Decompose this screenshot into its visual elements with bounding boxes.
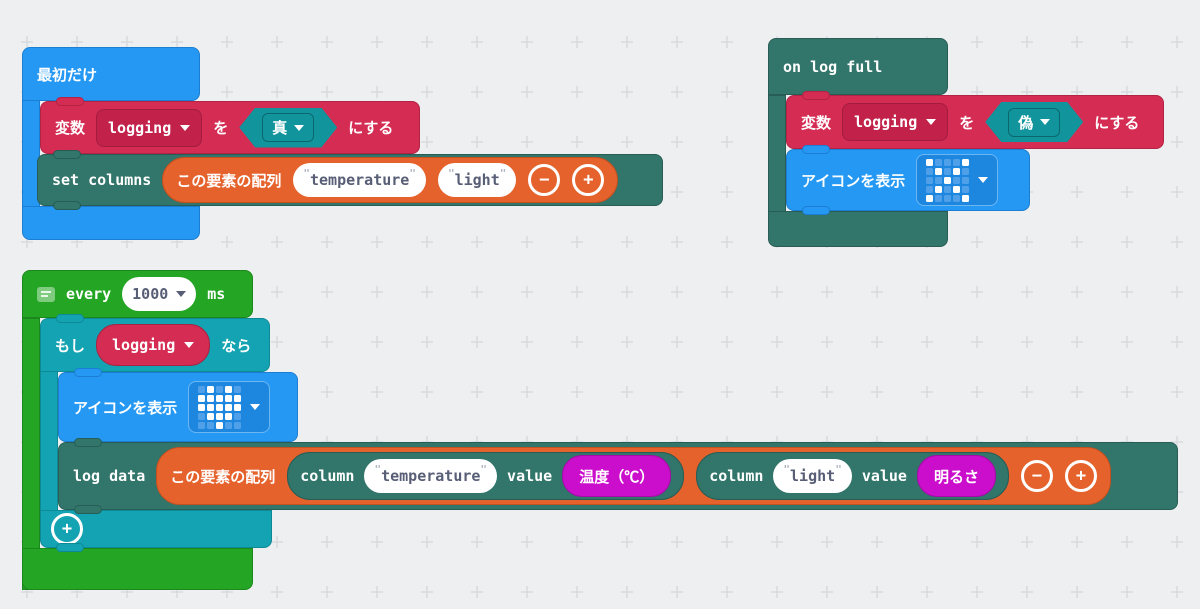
column-label: column bbox=[709, 467, 764, 485]
array-block[interactable]: この要素の配列 " temperature " " light " − + bbox=[162, 157, 619, 203]
every-interval-block[interactable]: every 1000 ms bbox=[22, 270, 253, 318]
if-block-spine[interactable] bbox=[40, 370, 58, 520]
interval-dropdown[interactable]: 1000 bbox=[122, 277, 197, 311]
if-block-footer[interactable]: + bbox=[40, 510, 272, 552]
chevron-down-icon bbox=[978, 177, 989, 183]
column-name-value: light bbox=[790, 467, 836, 485]
value-label: value bbox=[861, 467, 907, 485]
set-variable-label: 変数 bbox=[801, 113, 832, 132]
log-data-block[interactable]: log data この要素の配列 column " temperature " … bbox=[58, 438, 1178, 514]
value-label: value bbox=[507, 467, 553, 485]
particle-to-label: を bbox=[959, 113, 975, 132]
column-name-value: temperature bbox=[309, 171, 410, 189]
boolean-true-block[interactable]: 真 bbox=[239, 108, 337, 148]
chevron-down-icon bbox=[1040, 119, 1050, 125]
on-log-full-spine[interactable] bbox=[768, 95, 786, 212]
set-suffix-label: にする bbox=[348, 119, 394, 137]
remove-element-button[interactable]: − bbox=[528, 164, 561, 196]
array-label: この要素の配列 bbox=[170, 467, 276, 486]
comment-icon[interactable] bbox=[37, 286, 55, 302]
quote-mark: " bbox=[835, 463, 842, 476]
show-icon-block[interactable]: アイコンを表示 bbox=[786, 145, 1030, 215]
sensor-value-label: 明るさ bbox=[933, 467, 979, 486]
column-name-input[interactable]: " temperature " bbox=[293, 163, 426, 197]
variable-name: logging bbox=[854, 113, 918, 131]
column-name-value: light bbox=[454, 171, 500, 189]
column-name-input[interactable]: " light " bbox=[437, 163, 517, 197]
set-variable-label: 変数 bbox=[55, 119, 86, 137]
array-label: この要素の配列 bbox=[176, 171, 282, 190]
set-columns-block[interactable]: set columns この要素の配列 " temperature " " li… bbox=[37, 150, 663, 210]
icon-picker-dropdown[interactable] bbox=[916, 154, 999, 206]
log-data-label: log data bbox=[73, 467, 146, 485]
chevron-down-icon bbox=[294, 125, 304, 131]
on-log-full-block[interactable]: on log full bbox=[768, 38, 948, 95]
column-name-input[interactable]: " temperature " bbox=[364, 459, 498, 493]
set-variable-false-block[interactable]: 変数 logging を 偽 にする bbox=[786, 91, 1164, 149]
set-columns-label: set columns bbox=[52, 171, 152, 189]
add-element-button[interactable]: + bbox=[572, 164, 605, 196]
light-sensor-block[interactable]: 明るさ bbox=[916, 455, 996, 497]
chevron-down-icon bbox=[250, 404, 261, 410]
column-value-pair-block[interactable]: column " temperature " value 温度（℃） bbox=[287, 452, 685, 500]
variable-name: logging bbox=[108, 118, 172, 137]
boolean-value: 偽 bbox=[1018, 113, 1034, 132]
remove-element-button[interactable]: − bbox=[1020, 460, 1053, 492]
set-suffix-label: にする bbox=[1094, 113, 1140, 132]
variable-dropdown[interactable]: logging bbox=[842, 103, 949, 141]
particle-to-label: を bbox=[213, 119, 229, 137]
quote-mark: " bbox=[374, 463, 382, 476]
quote-mark: " bbox=[409, 167, 416, 180]
quote-mark: " bbox=[480, 463, 488, 476]
quote-mark: " bbox=[447, 167, 455, 180]
on-start-footer[interactable] bbox=[22, 206, 200, 240]
chevron-down-icon bbox=[184, 342, 195, 348]
every-label: every bbox=[66, 285, 112, 303]
column-label: column bbox=[300, 467, 355, 485]
every-loop-footer[interactable] bbox=[22, 548, 253, 590]
quote-mark: " bbox=[303, 167, 310, 180]
set-variable-true-block[interactable]: 変数 logging を 真 にする bbox=[40, 97, 420, 154]
boolean-false-block[interactable]: 偽 bbox=[985, 102, 1083, 142]
chevron-down-icon bbox=[176, 291, 187, 297]
column-value-pair-block[interactable]: column " light " value 明るさ bbox=[696, 452, 1009, 500]
heart-icon bbox=[198, 385, 242, 429]
on-start-label: 最初だけ bbox=[37, 65, 98, 84]
then-label: なら bbox=[221, 336, 252, 355]
add-else-button[interactable]: + bbox=[51, 513, 83, 545]
if-block[interactable]: もし logging なら bbox=[40, 314, 270, 372]
ms-label: ms bbox=[207, 285, 226, 303]
show-icon-label: アイコンを表示 bbox=[801, 171, 906, 190]
icon-picker-dropdown[interactable] bbox=[188, 381, 271, 433]
show-icon-label: アイコンを表示 bbox=[73, 398, 178, 417]
no-icon bbox=[926, 158, 970, 202]
on-start-block[interactable]: 最初だけ bbox=[22, 47, 200, 101]
variable-dropdown[interactable]: logging bbox=[96, 108, 203, 147]
variable-name: logging bbox=[112, 336, 176, 354]
on-log-full-footer[interactable] bbox=[768, 211, 948, 247]
on-log-full-label: on log full bbox=[783, 57, 883, 76]
interval-value: 1000 bbox=[132, 285, 169, 303]
chevron-down-icon bbox=[926, 119, 937, 125]
temperature-sensor-block[interactable]: 温度（℃） bbox=[562, 455, 672, 497]
quote-mark: " bbox=[499, 167, 507, 180]
condition-variable-block[interactable]: logging bbox=[96, 324, 211, 366]
sensor-value-label: 温度（℃） bbox=[579, 467, 655, 486]
array-block[interactable]: この要素の配列 column " temperature " value 温度（… bbox=[156, 447, 1111, 505]
show-icon-block[interactable]: アイコンを表示 bbox=[58, 368, 298, 442]
column-name-input[interactable]: " light " bbox=[773, 459, 852, 493]
quote-mark: " bbox=[783, 463, 791, 476]
column-name-value: temperature bbox=[381, 467, 481, 485]
chevron-down-icon bbox=[180, 124, 191, 131]
boolean-value: 真 bbox=[272, 119, 288, 137]
if-label: もし bbox=[55, 336, 86, 355]
add-element-button[interactable]: + bbox=[1064, 460, 1097, 492]
